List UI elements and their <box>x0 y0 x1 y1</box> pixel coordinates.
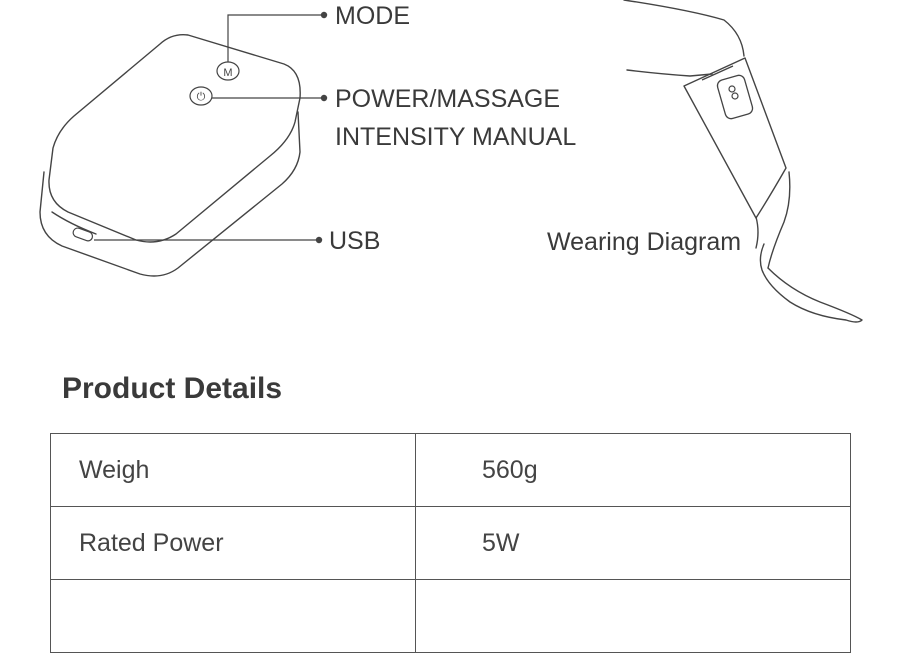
mode-button-glyph: M <box>223 67 232 79</box>
usb-label: USB <box>329 227 380 255</box>
table-row: Weigh 560g <box>50 433 851 507</box>
leg-illustration <box>623 0 863 323</box>
worn-controller-icon <box>716 74 754 120</box>
detail-value <box>415 579 851 653</box>
power-label-line1: POWER/MASSAGE <box>335 85 560 113</box>
mode-leader-line <box>227 14 323 62</box>
power-button-glyph: ⏻ <box>197 90 206 103</box>
power-button-icon: ⏻ <box>189 86 213 106</box>
product-details-title: Product Details <box>62 372 283 405</box>
product-details-table: Weigh 560g Rated Power 5W <box>50 433 851 653</box>
product-diagram: M ⏻ MODE POWER/MASSAGE INTENSITY MANUAL … <box>39 0 863 323</box>
leg-wrap <box>683 57 787 219</box>
detail-label <box>50 579 416 653</box>
detail-label: Weigh <box>50 433 416 507</box>
callout-lines <box>94 11 328 244</box>
usb-port-icon <box>72 227 94 242</box>
mode-label: MODE <box>335 2 410 30</box>
table-row <box>50 579 851 653</box>
detail-value: 5W <box>415 506 851 580</box>
wearing-diagram-caption: Wearing Diagram <box>547 228 741 256</box>
detail-label: Rated Power <box>50 506 416 580</box>
table-row: Rated Power 5W <box>50 506 851 580</box>
mode-button-icon: M <box>216 61 240 81</box>
power-label-line2: INTENSITY MANUAL <box>335 123 576 151</box>
detail-value: 560g <box>415 433 851 507</box>
